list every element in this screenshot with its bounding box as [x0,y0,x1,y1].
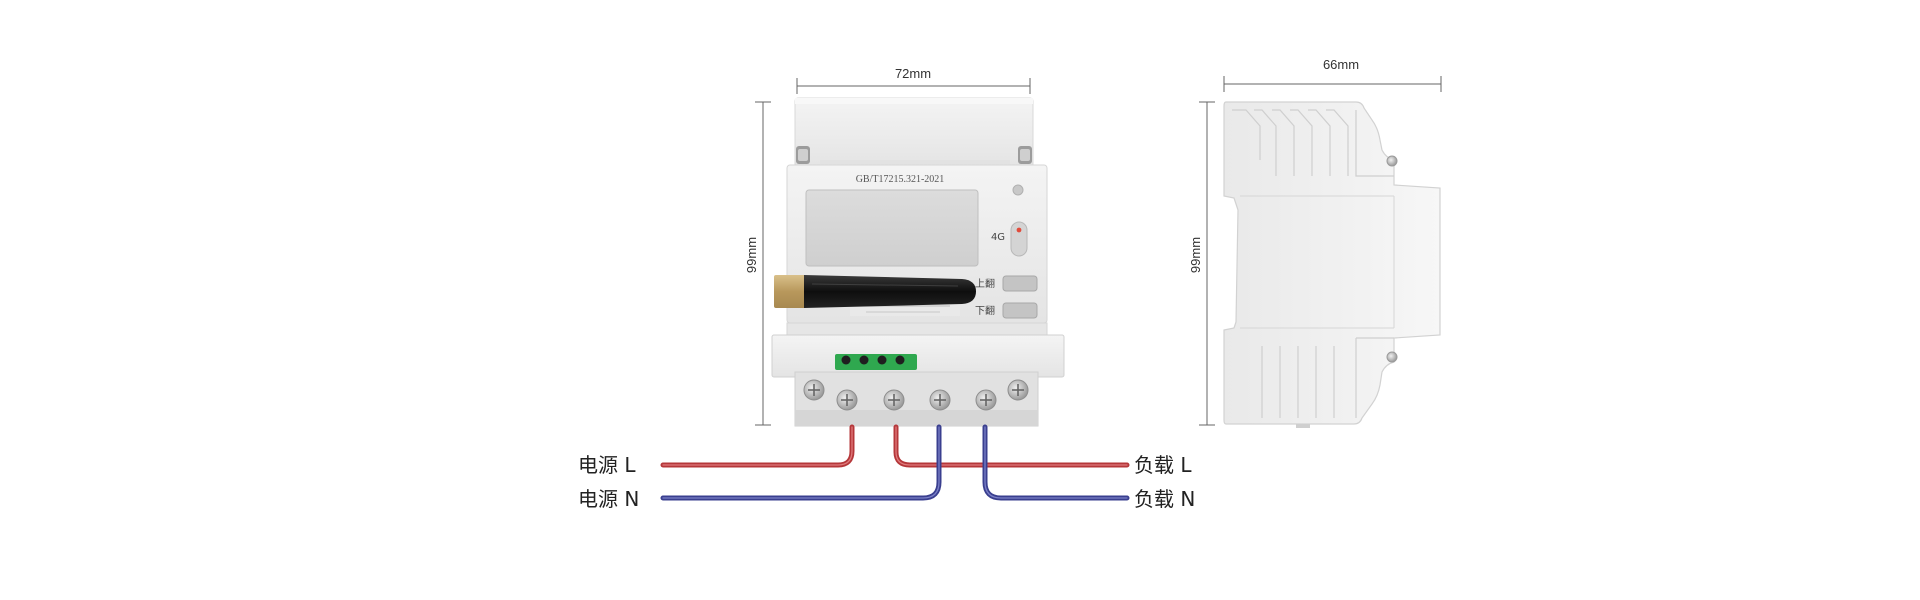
front-width-dimension: 72mm [796,66,1031,94]
antenna-icon [774,275,976,308]
source-live-label: 电源 L [578,453,636,477]
source-neutral-label: 电源 N [578,487,639,511]
side-body [1223,101,1441,425]
front-height-label: 99mm [744,237,759,273]
wiring [660,424,1130,501]
side-height-label: 99mm [1188,237,1203,273]
terminal-screw-icon [929,389,951,411]
front-view: 72mm 99mm GB/T17215.321-2021 [578,66,1195,511]
side-height-dimension: 99mm [1188,101,1215,426]
indicator-red-icon [1016,227,1022,233]
4g-indicator [1010,221,1028,257]
side-width-label: 66mm [1323,57,1359,72]
side-screw-icon [1386,351,1398,363]
load-live-wire [893,424,1130,468]
page-down-button[interactable] [1002,302,1038,319]
terminal-screw-icon [836,389,858,411]
side-mid-lines [1240,195,1395,329]
side-ridges-bottom [1261,337,1394,418]
button-down-label: 下翻 [975,305,995,317]
terminal-screw-icon [883,389,905,411]
front-width-label: 72mm [895,66,931,81]
side-ridges-top [1232,109,1394,177]
side-width-dimension: 66mm [1223,57,1442,92]
side-screw-icon [1386,155,1398,167]
network-badge: 4G [991,232,1005,243]
page-up-button[interactable] [1002,275,1038,292]
terminal-screw-icon [975,389,997,411]
standard-label: GB/T17215.321-2021 [856,174,945,185]
load-neutral-label: 负载 N [1134,487,1195,511]
load-live-label: 负载 L [1134,453,1192,477]
button-up-label: 上翻 [975,278,995,290]
meter-main-body: GB/T17215.321-2021 4G 上翻 下翻 [786,164,1048,324]
front-height-dimension: 99mm [744,101,771,426]
source-live-wire [660,424,855,468]
meter-top-cover [794,97,1034,169]
side-view: 66mm 99mm [1188,57,1442,428]
terminal-block [771,322,1065,427]
lcd-screen [805,189,979,267]
status-led-icon [1012,184,1024,196]
